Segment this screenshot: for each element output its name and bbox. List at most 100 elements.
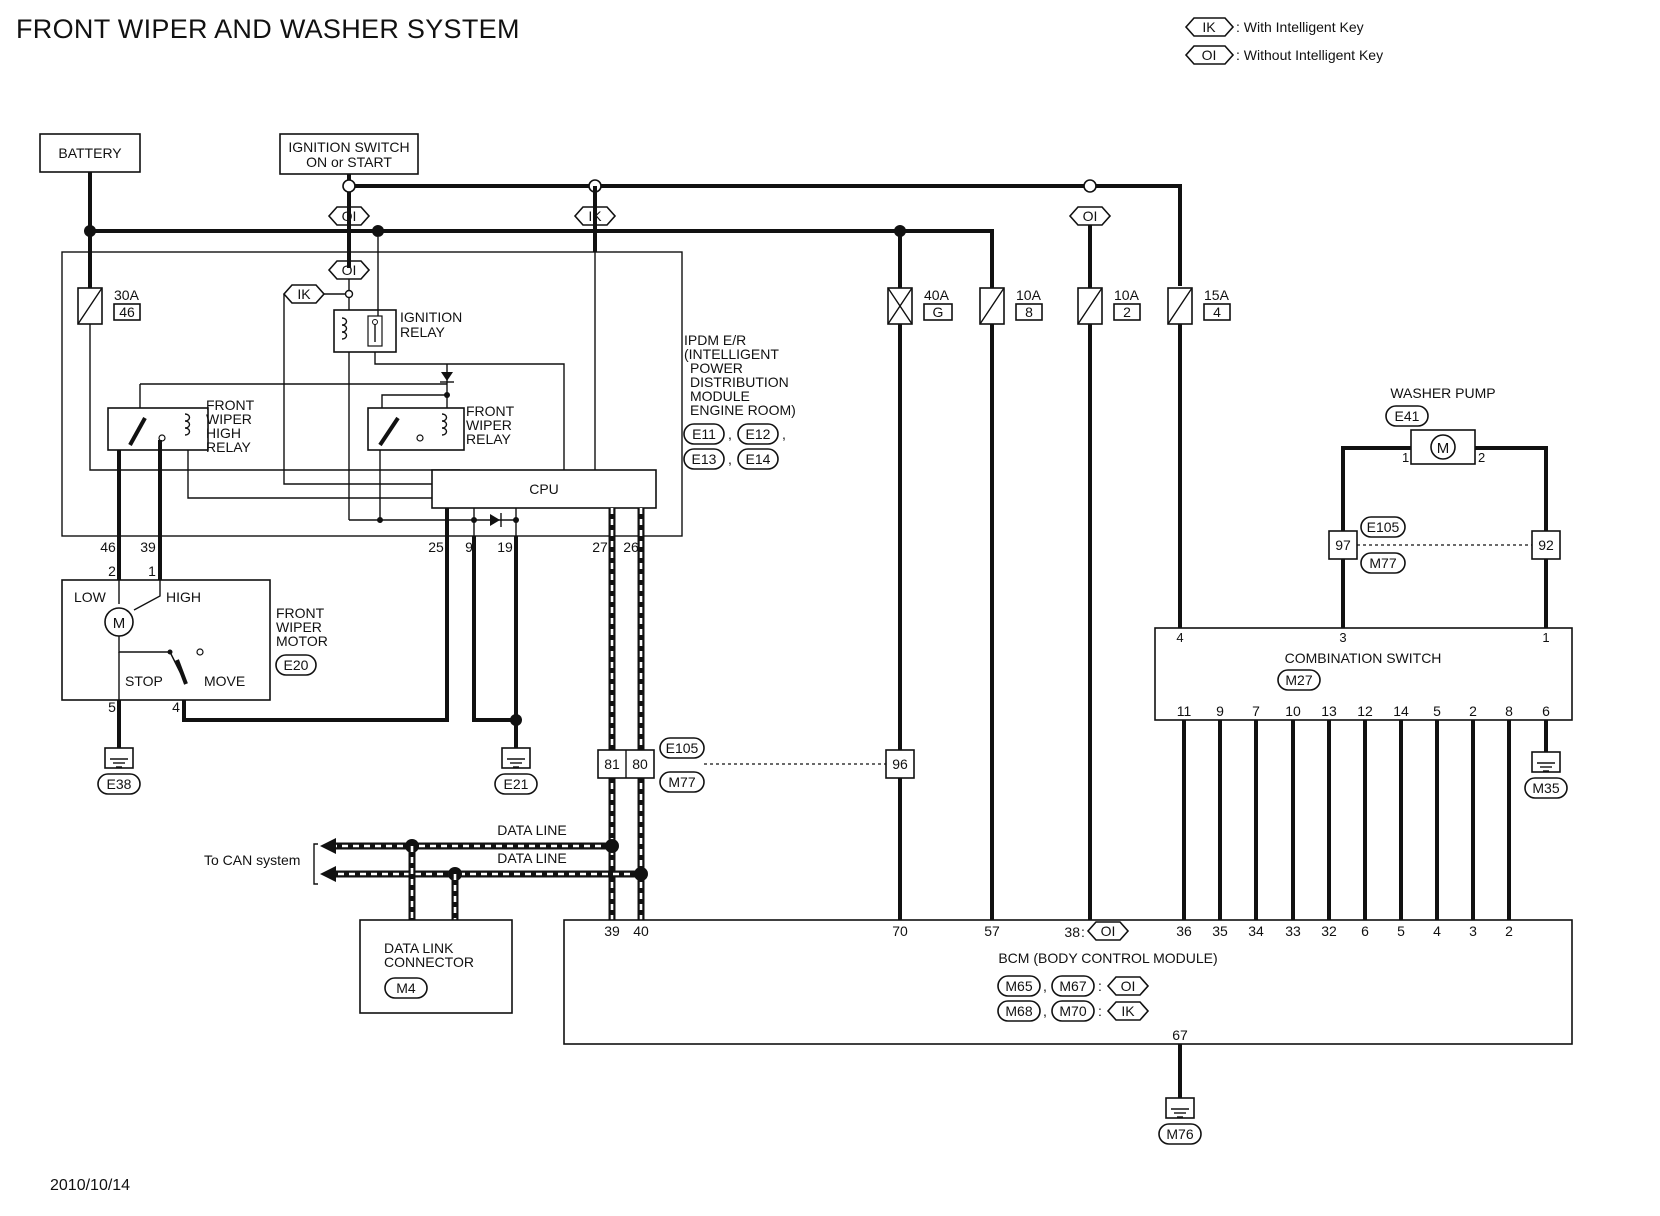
connector-e105: [659, 737, 705, 759]
connector-m4: [384, 977, 428, 999]
svg-text:E12: E12: [746, 426, 771, 442]
svg-text:13: 13: [1321, 703, 1337, 719]
ignition-relay-box: [333, 309, 397, 353]
fuse-30a-amp: 30A: [114, 287, 140, 303]
ground-e21: [494, 773, 538, 795]
svg-text:4: 4: [1213, 304, 1221, 320]
ground-m76: [1158, 1123, 1202, 1145]
svg-text:MODULE: MODULE: [690, 388, 750, 404]
legend: IK : With Intelligent Key OI : Without I…: [1184, 17, 1383, 65]
ignition-bus-node: [342, 179, 356, 193]
svg-text:10: 10: [1285, 703, 1301, 719]
combination-switch-label: COMBINATION SWITCH: [1285, 650, 1442, 666]
ignition-relay-label-2: RELAY: [400, 324, 446, 340]
ground-m35-icon: [1531, 751, 1561, 773]
svg-text:E13: E13: [692, 451, 717, 467]
battery-label: BATTERY: [58, 145, 122, 161]
connector-m67: [1051, 975, 1095, 997]
fuse-30a-num-box: [113, 303, 141, 321]
oi-tag: OI: [342, 262, 357, 278]
svg-text:8: 8: [1025, 304, 1033, 320]
svg-text:33: 33: [1285, 923, 1301, 939]
svg-text:M67: M67: [1059, 978, 1086, 994]
svg-text:4: 4: [1176, 630, 1183, 645]
svg-text:E105: E105: [1367, 519, 1400, 535]
svg-text:M: M: [113, 615, 126, 632]
svg-text:M68: M68: [1005, 1003, 1032, 1019]
svg-text:97: 97: [1335, 537, 1351, 553]
high-relay-label: FRONT: [206, 397, 255, 413]
svg-text:WIPER: WIPER: [206, 411, 252, 427]
svg-text:(INTELLIGENT: (INTELLIGENT: [684, 346, 779, 362]
svg-text:34: 34: [1248, 923, 1264, 939]
ik-sense-wire: [283, 294, 432, 485]
svg-text:40A: 40A: [924, 287, 950, 303]
svg-text:M: M: [1437, 440, 1450, 457]
svg-text:E38: E38: [107, 776, 132, 792]
svg-text:5: 5: [108, 699, 116, 715]
svg-text:57: 57: [984, 923, 1000, 939]
svg-text:7: 7: [1252, 703, 1260, 719]
legend-oi-tag-icon: [1184, 45, 1235, 65]
svg-text:MOTOR: MOTOR: [276, 633, 328, 649]
svg-text:36: 36: [1176, 923, 1192, 939]
svg-text:27: 27: [592, 539, 608, 555]
svg-text:80: 80: [632, 756, 648, 772]
connector-e12: [737, 423, 779, 445]
ik-tag: IK: [297, 286, 311, 302]
svg-text:G: G: [933, 304, 944, 320]
svg-text:M77: M77: [668, 774, 695, 790]
svg-text:14: 14: [1393, 703, 1409, 719]
svg-text:STOP: STOP: [125, 673, 163, 689]
fuse-30a-internal: [89, 324, 460, 471]
svg-text:,: ,: [782, 426, 786, 442]
svg-text:19: 19: [497, 539, 513, 555]
svg-text:E105: E105: [666, 740, 699, 756]
legend-ik-text: : With Intelligent Key: [1236, 19, 1364, 35]
ignition-relay-coil-icon: [341, 317, 348, 340]
svg-text:92: 92: [1538, 537, 1554, 553]
connector-m27: [1277, 669, 1321, 691]
svg-text:M35: M35: [1532, 780, 1559, 796]
front-wiper-motor-label: FRONT: [276, 605, 325, 621]
svg-text:1: 1: [1402, 450, 1409, 465]
connector-e13: [683, 448, 725, 470]
legend-oi-text: : Without Intelligent Key: [1236, 47, 1383, 63]
svg-text:6: 6: [1361, 923, 1369, 939]
svg-text:RELAY: RELAY: [206, 439, 252, 455]
svg-text:26: 26: [623, 539, 639, 555]
cpu-box: [431, 469, 657, 509]
svg-text:MOVE: MOVE: [204, 673, 245, 689]
dlc-label: DATA LINK: [384, 940, 454, 956]
svg-text:35: 35: [1212, 923, 1228, 939]
oi-tag-icon: [1068, 206, 1112, 226]
svg-text:4: 4: [1433, 923, 1441, 939]
svg-text:38: 38: [1064, 924, 1080, 940]
washer-pump-motor-icon: [1430, 434, 1456, 460]
svg-text:70: 70: [892, 923, 908, 939]
svg-text:M76: M76: [1166, 1126, 1193, 1142]
svg-text:39: 39: [140, 539, 156, 555]
legend-ik-tag: IK: [1202, 19, 1216, 35]
svg-text:5: 5: [1397, 923, 1405, 939]
ik-tag-icon: [1106, 1001, 1150, 1021]
motor-auto-stop-wire: [182, 508, 449, 722]
diode-icon: [441, 372, 453, 381]
svg-text:40: 40: [633, 923, 649, 939]
legend-ik-tag-icon: [1184, 17, 1235, 37]
svg-text:3: 3: [1339, 630, 1346, 645]
svg-text:3: 3: [1469, 923, 1477, 939]
combination-switch-box: [1154, 627, 1573, 721]
svg-text:LOW: LOW: [74, 589, 107, 605]
wiper-relay-label: FRONT: [466, 403, 515, 419]
svg-text:DISTRIBUTION: DISTRIBUTION: [690, 374, 789, 390]
ipdm-label: IPDM E/R: [684, 332, 746, 348]
connector-m77: [659, 771, 705, 793]
svg-text:IK: IK: [1121, 1003, 1135, 1019]
svg-text:E21: E21: [504, 776, 529, 792]
ground-e21-icon: [501, 747, 531, 769]
diode-icon: [490, 514, 500, 526]
svg-text::: :: [1098, 978, 1102, 994]
svg-text:12: 12: [1357, 703, 1373, 719]
